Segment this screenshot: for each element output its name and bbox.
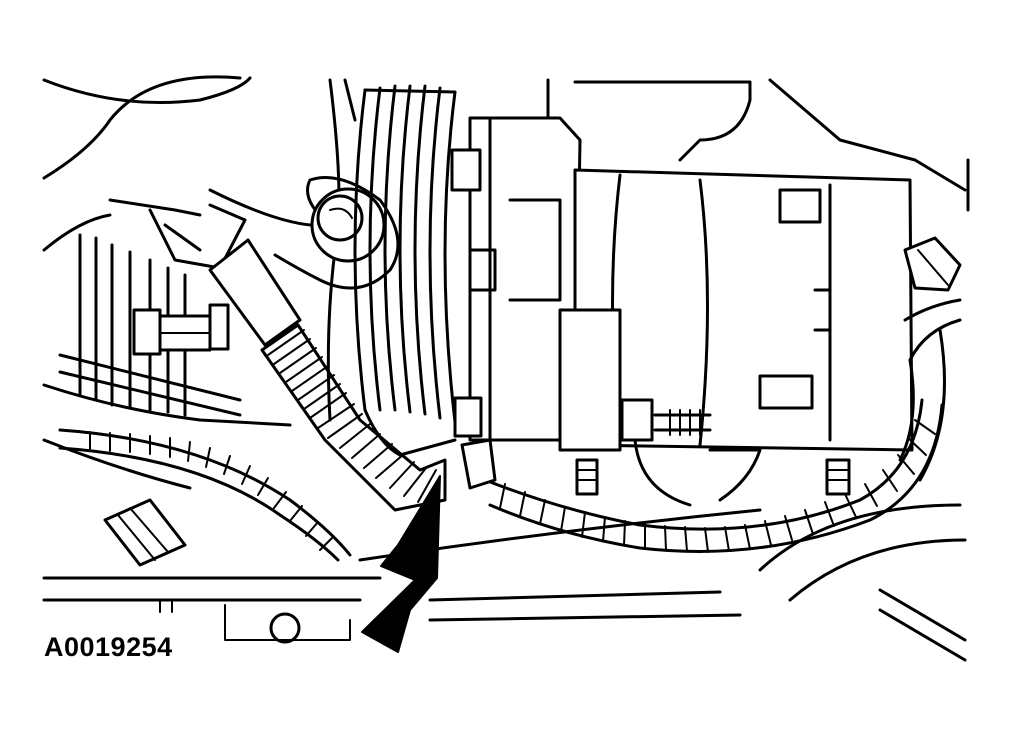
- figure-id-label: A0019254: [44, 632, 173, 662]
- refrigerant-hose: [208, 238, 447, 512]
- compressor-pulley: [353, 84, 457, 457]
- left-wiring-harness: [58, 428, 352, 567]
- arrow-icon: [361, 475, 441, 653]
- right-wiring-harness: [460, 398, 944, 553]
- ac-compressor: [450, 116, 914, 507]
- left-fitting: [132, 203, 247, 356]
- right-fitting-hose: [758, 236, 967, 662]
- cylinder-fins: [58, 233, 242, 417]
